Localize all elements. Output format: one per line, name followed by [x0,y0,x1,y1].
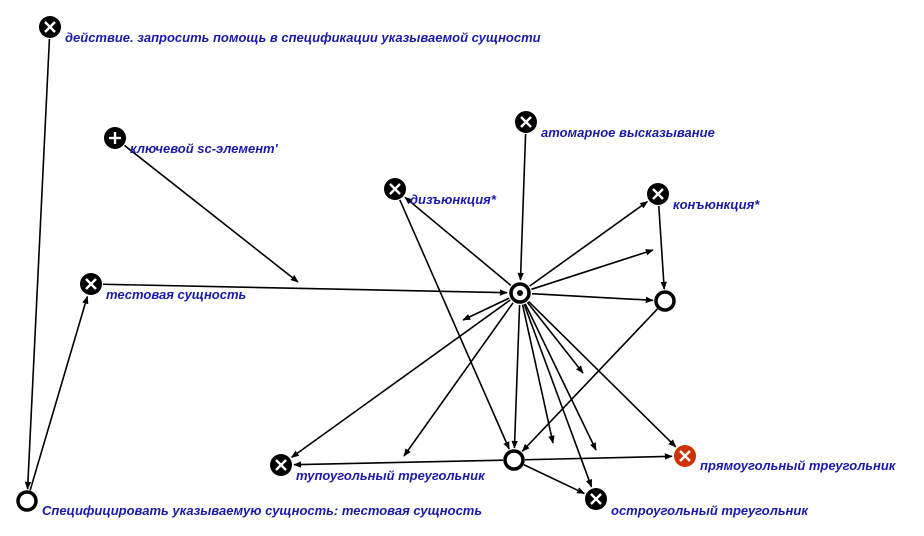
label-key: ключевой sc-элемент' [130,141,279,156]
node-center[interactable] [509,282,531,304]
node-conj[interactable] [647,183,669,205]
node-key[interactable] [104,127,126,149]
edge-center-to-conj [529,200,649,287]
edge-center-to-disj [404,196,512,286]
edge-center-to-acute_stub2 [524,303,597,451]
ring-node-icon [16,490,38,512]
node-action[interactable] [39,16,61,38]
edge-key-to-key_mid [123,144,299,283]
tuple-dot-icon [517,290,523,296]
edge-center-to-acute_stub1 [521,304,555,444]
edge-conj-to-ring_right [657,205,667,290]
edge-center-to-acute [523,303,593,488]
ring-node-icon [503,449,525,471]
ring-node-icon [654,290,676,312]
label-layer: действие. запросить помощь в спецификаци… [42,30,897,518]
edge-ring_bottom-to-right_tri [524,453,673,461]
node-disj[interactable] [384,178,406,200]
edge-center-to-mid_stub [526,301,584,374]
node-obtuse[interactable] [270,454,292,476]
node-atomic[interactable] [515,111,537,133]
edge-disj-to-ring_bottom [399,199,510,450]
node-right_tri[interactable] [674,445,696,467]
edge-center-to-obtuse [290,299,511,459]
edge-center-to-left_stub [462,297,510,321]
label-test: тестовая сущность [106,287,246,302]
label-conj: конъюнкция* [673,197,760,212]
edge-ring_bottom-to-acute [523,464,585,495]
node-ring_right[interactable] [654,290,676,312]
label-obtuse: тупоугольный треугольник [296,468,486,483]
edge-center-to-right_tri [527,300,677,448]
label-disj: дизъюнкция* [410,192,497,207]
node-layer [16,16,696,512]
node-specify[interactable] [16,490,38,512]
node-acute[interactable] [585,488,607,510]
node-test[interactable] [80,273,102,295]
node-ring_bottom[interactable] [503,449,525,471]
label-acute: остроугольный треугольник [611,503,809,518]
edge-ring_right-to-ring_bottom [521,308,659,452]
label-right_tri: прямоугольный треугольник [700,458,897,473]
edge-action-to-specify [24,38,51,490]
label-action: действие. запросить помощь в спецификаци… [65,30,541,45]
edge-center-to-conj_stub [531,249,654,291]
edge-layer [24,38,677,495]
edge-center-to-ring_bottom [511,304,521,449]
edge-specify-to-test [29,295,89,491]
edge-center-to-obtuse_stub [403,302,514,457]
edge-center-to-ring_right [531,292,654,304]
edge-ring_bottom-to-obtuse [293,459,504,468]
edge-atomic-to-center [517,133,527,281]
label-atomic: атомарное высказывание [541,125,715,140]
label-specify: Специфицировать указываемую сущность: те… [42,503,482,518]
